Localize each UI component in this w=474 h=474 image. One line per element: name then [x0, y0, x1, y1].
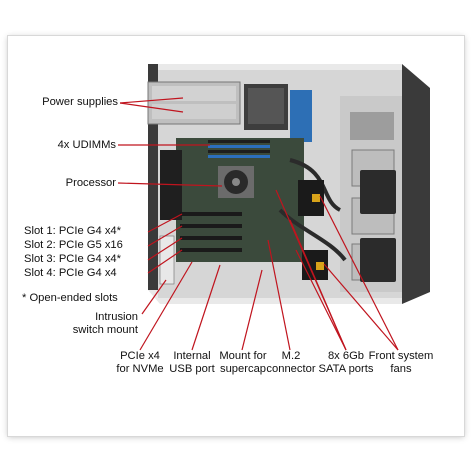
- label-m2-line1: M.2: [281, 350, 301, 362]
- top-fan-box: [244, 84, 312, 142]
- label-sata-line1: 8x 6Gb: [327, 350, 365, 362]
- label-supercap-line1: Mount for: [219, 350, 267, 362]
- label-power-supplies: Power supplies: [42, 96, 118, 108]
- label-usb-line1: Internal: [173, 350, 211, 362]
- label-processor: Processor: [65, 177, 116, 189]
- label-open-ended-slots: * Open-ended slots: [22, 292, 118, 304]
- callout-lines: [117, 97, 399, 351]
- label-slot-4: Slot 4: PCIe G4 x4: [24, 267, 117, 279]
- label-slot-1: Slot 1: PCIe G4 x4*: [24, 225, 122, 237]
- label-intrusion-line2: switch mount: [72, 324, 138, 336]
- label-supercap-line2: supercap: [219, 363, 267, 375]
- power-supplies: [147, 81, 241, 125]
- label-pcie-nvme-line1: PCIe x4: [120, 350, 160, 362]
- label-fans-line1: Front system: [368, 350, 434, 362]
- label-usb-line2: USB port: [169, 363, 215, 375]
- label-intrusion-line1: Intrusion: [95, 311, 138, 323]
- label-fans-line2: fans: [390, 363, 412, 375]
- label-udimms: 4x UDIMMs: [57, 139, 116, 151]
- label-m2-line2: connector: [266, 363, 316, 375]
- label-slot-2: Slot 2: PCIe G5 x16: [24, 239, 123, 251]
- label-slot-3: Slot 3: PCIe G4 x4*: [24, 253, 122, 265]
- label-sata-line2: SATA ports: [318, 363, 374, 375]
- label-pcie-nvme-line2: for NVMe: [116, 363, 164, 375]
